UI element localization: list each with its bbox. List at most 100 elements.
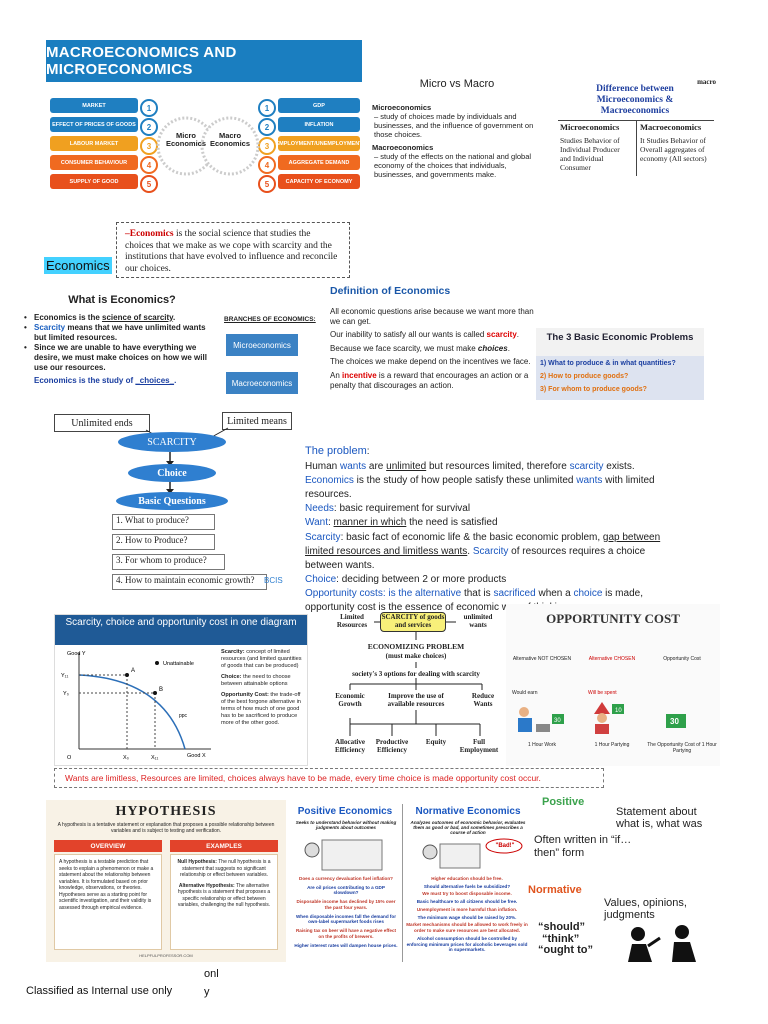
person-silhouette-icon (675, 925, 689, 939)
macro-item-number: 2 (258, 118, 276, 136)
opp-cost-figures: 30 10 30 (518, 702, 686, 734)
positive-statements: Does a currency devaluation fuel inflati… (294, 876, 398, 951)
normative-subtitle: Analyzes outcomes of economic behavior, … (410, 820, 526, 835)
person-silhouette-icon (631, 927, 645, 941)
macro-item: INFLATION (278, 117, 360, 132)
bullet-text: science of scarcity (102, 312, 174, 322)
economics-definition-text: is the social science that studies the c… (125, 229, 338, 274)
difference-corner-text: macro (697, 78, 716, 86)
problem-line-4: Want: manner in which the need is satisf… (305, 516, 685, 530)
study-blank: _choices_ (135, 375, 175, 385)
definition-panel: Definition of Economics All economic que… (330, 285, 540, 405)
pointing-arm-icon (647, 936, 661, 948)
col2-heading: Macroeconomics (640, 122, 702, 132)
economics-keyword: –Economics (125, 229, 174, 239)
t: : is the alternative (382, 588, 462, 600)
alt-head: Alternative Hypothesis: (178, 882, 235, 889)
normative-statement: Should alternative fuels be subsidized? (423, 883, 511, 889)
micro-heading: Microeconomics (372, 103, 432, 113)
macro-text: – study of the effects on the national a… (374, 152, 532, 180)
pos-norm-figures (304, 838, 523, 871)
scarcity-head: Scarcity: (221, 649, 245, 655)
caption-work: 1 Hour Work (528, 742, 556, 748)
micro-item-number: 1 (140, 99, 158, 117)
normative-statement: We must try to boost disposable income. (422, 891, 512, 897)
economics-definition-box: –Economics is the social science that st… (116, 222, 350, 278)
t: . (467, 545, 473, 557)
money-icon (666, 714, 686, 728)
col-opp-cost: Opportunity Cost (663, 656, 701, 662)
scarcity-keyword: scarcity (486, 330, 517, 340)
option-economic-growth: Economic Growth (335, 692, 365, 709)
keyword-think: “think” (542, 932, 580, 945)
t: sacrificed (493, 588, 536, 600)
label-x0: X₀ (123, 755, 129, 761)
label-x11: X₁₁ (151, 755, 159, 761)
result-equity: Equity (425, 738, 447, 746)
micro-item: LABOUR MARKET (50, 136, 138, 151)
choice-head: Choice: (221, 673, 242, 680)
t: are (366, 460, 387, 472)
opportunity-cost-panel: OPPORTUNITY COST Alternative NOT CHOSEN … (506, 604, 720, 766)
alt-text: The alternative hypothesis is a statemen… (177, 882, 271, 909)
t: of resources requires a choice between w… (305, 545, 646, 571)
would-earn: Would earn (512, 690, 538, 696)
choices-keyword: choices (477, 343, 508, 353)
normative-label: Normative (528, 884, 582, 896)
label-a: A (131, 668, 135, 674)
normative-statement: Unemployment is more harmful than inflat… (416, 906, 518, 912)
bullet-text: Scarcity (34, 322, 66, 332)
col1-text: Studies Behavior of Individual Producer … (560, 136, 620, 172)
t: : basic fact of economic life & the basi… (340, 531, 603, 543)
normative-statement: Alcohol consumption should be controlled… (406, 935, 528, 953)
laptop-icon (536, 724, 550, 732)
overview-header: OVERVIEW (54, 840, 162, 852)
col-not-chosen: Alternative NOT CHOSEN (512, 656, 572, 662)
normative-statement: The minimum wage should be raised by 20%… (417, 914, 517, 920)
branches-panel: BRANCHES OF ECONOMICS: Microeconomics Ma… (222, 316, 328, 406)
three-problems-title: The 3 Basic Economic Problems (546, 332, 694, 343)
speech-bubble-icon (485, 838, 523, 854)
macro-micro-infographic: MACROECONOMICS AND MICROECONOMICS MARKET… (46, 40, 363, 200)
caption-partying: 1 Hour Partying (594, 742, 630, 748)
opp-cost-value: 30 (670, 717, 679, 726)
hypothesis-intro: A hypothesis is a tentative statement or… (57, 822, 275, 835)
footer-fragment-y: y (204, 986, 210, 998)
macro-item: AGGREGATE DEMAND (278, 155, 360, 170)
ppc-chart: Good Y Good X Unattainable ppc A B Y₁₁ Y… (61, 651, 211, 761)
t: : basic requirement for survival (333, 503, 471, 515)
study-text: Economics is the study of (34, 375, 136, 385)
bullet-text: Economics is the (34, 312, 103, 322)
t: Want (305, 517, 328, 529)
what-is-economics-panel: What is Economics? •Economics is the sci… (24, 294, 220, 408)
positive-statement: Raising tax on beer will have a negative… (295, 928, 397, 939)
problem-colon: : (366, 446, 370, 457)
problem-q1: 1) What to produce & in what quantities? (540, 360, 676, 367)
micro-item-number: 2 (140, 118, 158, 136)
t: choice (573, 588, 603, 600)
difference-table-panel: macro Difference between Microeconomics … (552, 78, 718, 182)
result-full-employment: Full Employment (459, 738, 499, 755)
three-basic-problems-panel: The 3 Basic Economic Problems 1) What to… (536, 328, 704, 400)
bullet-1: •Economics is the science of scarcity. (24, 312, 176, 322)
result-productive: Productive Efficiency (375, 738, 409, 755)
society-options: society's 3 options for dealing with sca… (352, 670, 480, 678)
macro-item-number: 3 (258, 137, 276, 155)
positive-statement: Does a currency devaluation fuel inflati… (299, 876, 393, 881)
person-silhouette-icon (628, 944, 652, 962)
limited-resources: Limited Resources (336, 613, 368, 629)
problem-line-5: Scarcity: basic fact of economic life & … (305, 531, 685, 574)
scarcity-oval: SCARCITY (118, 432, 226, 452)
col1-heading: Microeconomics (560, 122, 620, 132)
money-icon (612, 704, 624, 714)
t: Economics (305, 474, 354, 486)
bullet-2: •Scarcity means that we have unlimited w… (24, 322, 206, 342)
null-head: Null Hypothesis: (177, 859, 217, 865)
label-y11: Y₁₁ (61, 673, 69, 679)
definition-line: Our inability to satisfy all our wants i… (330, 330, 540, 340)
positive-statement: When disposable incomes fall the demand … (295, 913, 397, 925)
t: wants (340, 460, 367, 472)
normative-keywords: “should” “think” “ought to” (538, 921, 593, 957)
branch-micro-box: Microeconomics (226, 334, 298, 356)
incentive-keyword: incentive (342, 370, 377, 380)
